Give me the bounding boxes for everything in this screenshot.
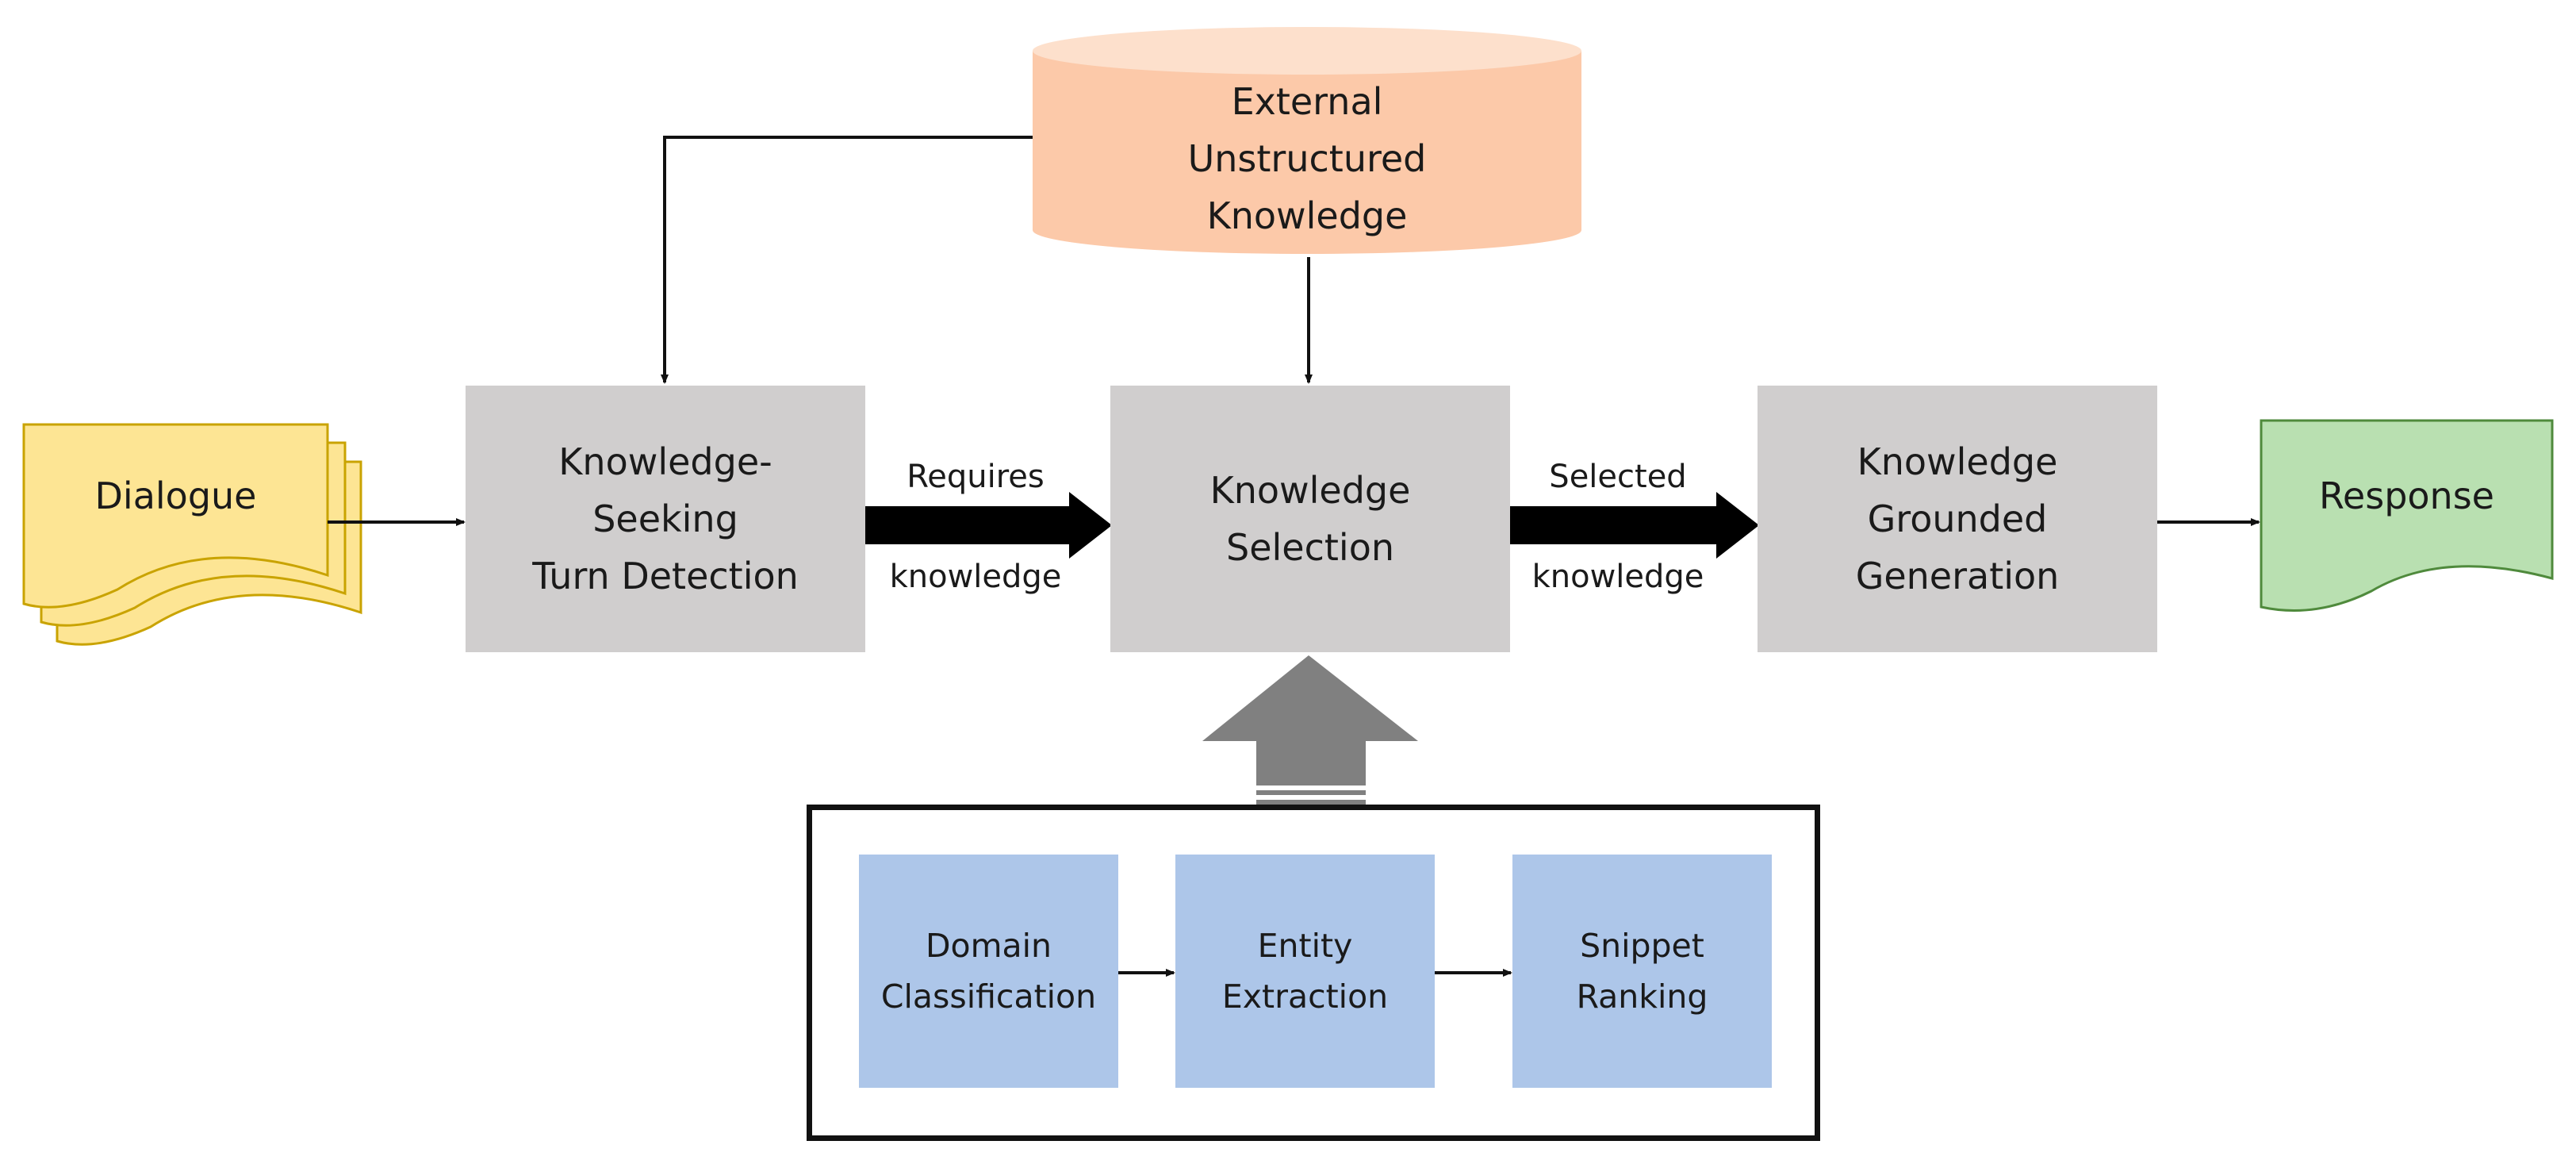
turn-detection-box: Knowledge- Seeking Turn Detection xyxy=(466,386,865,652)
external-knowledge-text: External Unstructured Knowledge xyxy=(1187,80,1427,237)
requires-knowledge-label: knowledge xyxy=(889,559,1062,595)
subpipeline-frame xyxy=(807,805,1820,1141)
response-label: Response xyxy=(2319,474,2494,517)
entity-extraction-box: Entity Extraction xyxy=(1175,855,1435,1088)
selected-knowledge-arrow xyxy=(1509,492,1759,559)
grounded-generation-box: Knowledge Grounded Generation xyxy=(1758,386,2157,652)
selected-knowledge-label: knowledge xyxy=(1531,559,1704,595)
subpipeline-up-arrow xyxy=(1202,655,1418,805)
external-knowledge-label: External Unstructured Knowledge xyxy=(1033,80,1581,237)
dialogue-document-icon xyxy=(22,423,362,646)
dialogue-label: Dialogue xyxy=(94,474,257,517)
knowledge-to-detection-arrow xyxy=(661,136,1033,384)
response-document-icon xyxy=(2260,419,2554,612)
requires-knowledge-arrow xyxy=(864,492,1112,559)
knowledge-selection-box: Knowledge Selection xyxy=(1110,386,1510,652)
knowledge-database-icon xyxy=(1033,27,1581,254)
selected-label: Selected xyxy=(1549,459,1687,495)
requires-label: Requires xyxy=(907,459,1045,495)
snippet-ranking-box: Snippet Ranking xyxy=(1512,855,1772,1088)
domain-classification-box: Domain Classification xyxy=(859,855,1118,1088)
